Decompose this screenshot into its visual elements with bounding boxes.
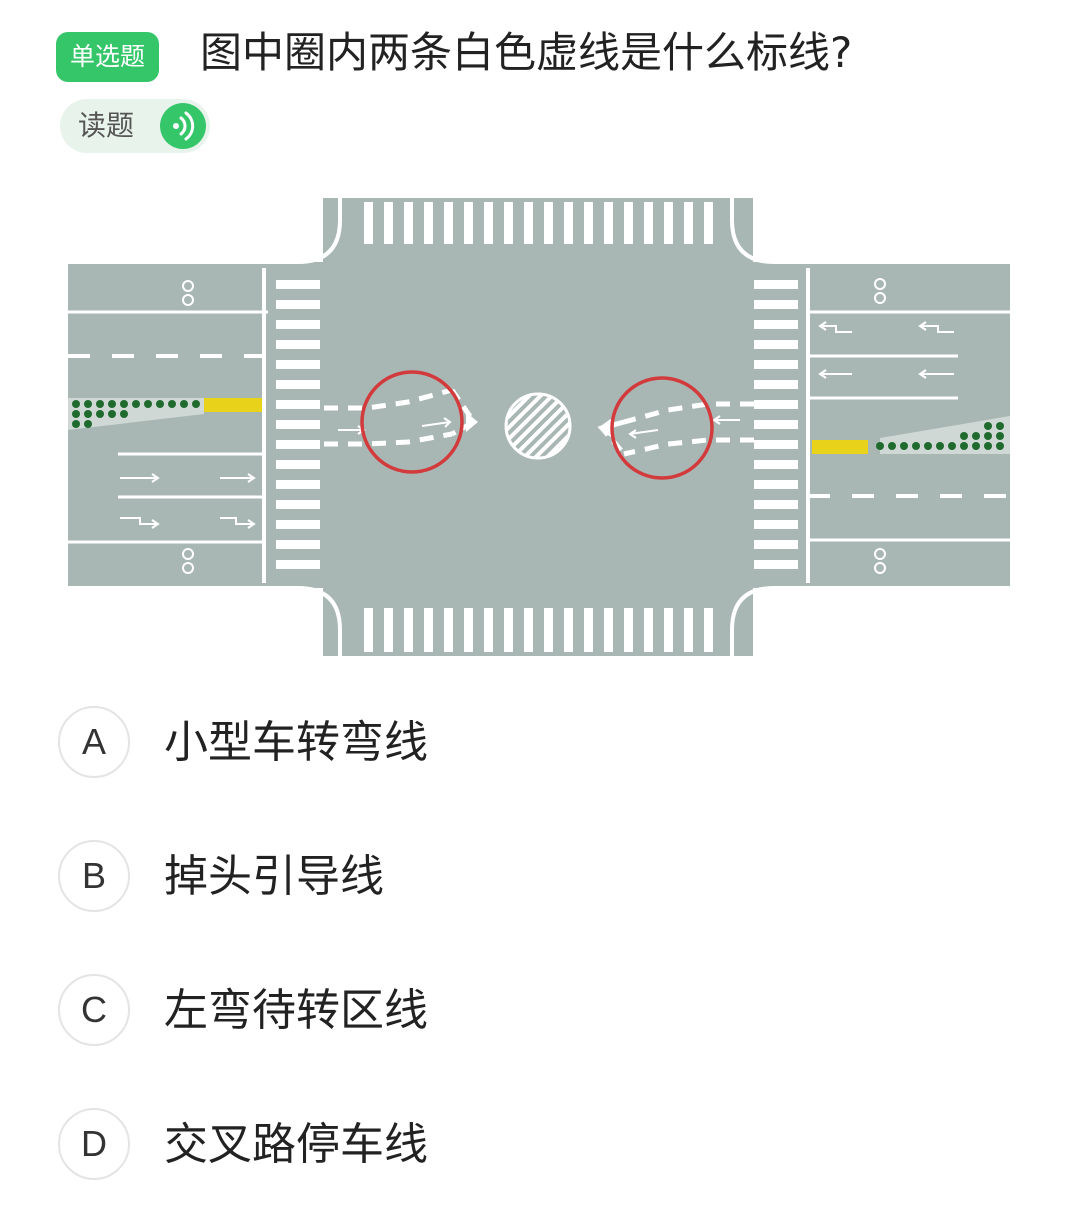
option-text: 左弯待转区线: [164, 985, 428, 1036]
question-title: 图中圈内两条白色虚线是什么标线?: [200, 28, 853, 77]
option-text: 交叉路停车线: [164, 1119, 428, 1170]
speaker-icon: [160, 103, 206, 149]
option-d[interactable]: D 交叉路停车线: [58, 1108, 958, 1184]
option-letter: A: [58, 706, 130, 778]
read-question-label: 读题: [78, 109, 135, 142]
intersection-diagram: [68, 198, 1010, 656]
option-letter: D: [58, 1108, 130, 1180]
option-a[interactable]: A 小型车转弯线: [58, 706, 958, 782]
option-c[interactable]: C 左弯待转区线: [58, 974, 958, 1050]
question-type-badge: 单选题: [56, 32, 160, 82]
option-b[interactable]: B 掉头引导线: [58, 840, 958, 916]
read-question-button[interactable]: 读题: [60, 99, 210, 153]
option-text: 小型车转弯线: [164, 717, 428, 768]
option-letter: C: [58, 974, 130, 1046]
option-letter: B: [58, 840, 130, 912]
option-text: 掉头引导线: [164, 851, 384, 902]
